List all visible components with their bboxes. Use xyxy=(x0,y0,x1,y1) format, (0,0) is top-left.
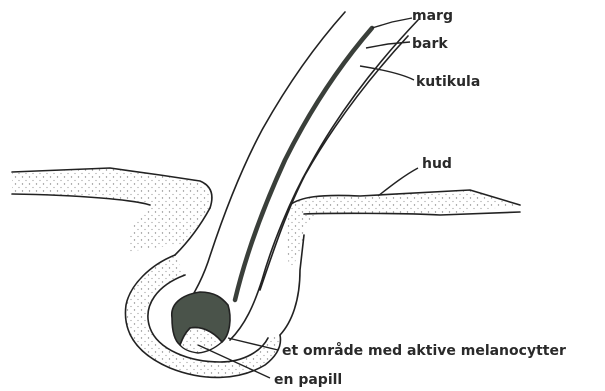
leader-marg xyxy=(372,18,412,28)
hair-outer-edge-left xyxy=(182,12,345,312)
label-papilla: en papill xyxy=(274,372,342,388)
leader-bark xyxy=(366,42,410,48)
label-hud: hud xyxy=(422,156,452,172)
hair-shaft xyxy=(182,12,418,340)
leader-hud xyxy=(378,168,418,196)
label-marg: marg xyxy=(412,8,453,24)
hair-marrow xyxy=(235,28,372,300)
hair-outer-edge-right xyxy=(230,20,418,340)
skin-layer xyxy=(12,168,520,268)
label-melanocytes: et område med aktive melanocytter xyxy=(282,342,566,359)
label-kutikula: kutikula xyxy=(416,74,480,90)
label-bark: bark xyxy=(412,36,448,52)
